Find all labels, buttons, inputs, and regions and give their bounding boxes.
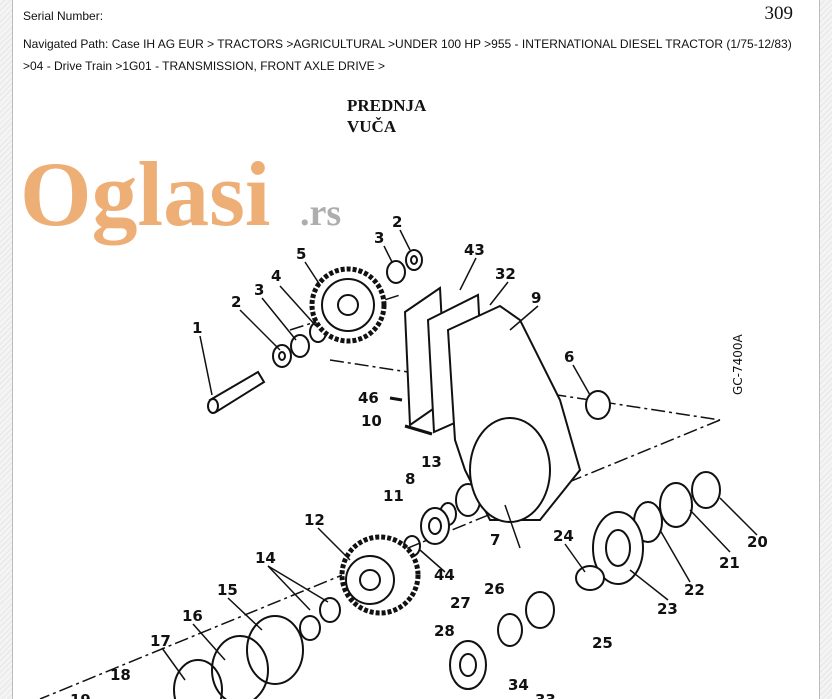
page-number: 309 xyxy=(764,3,794,24)
part-label: 21 xyxy=(719,554,740,572)
part-label: 23 xyxy=(657,600,678,618)
part-label: 20 xyxy=(747,533,768,551)
part-label: 7 xyxy=(490,531,500,549)
navigated-path: Navigated Path: Case IH AG EUR > TRACTOR… xyxy=(23,33,813,77)
pin-part xyxy=(404,424,433,436)
part-label: 46 xyxy=(358,389,379,407)
washers xyxy=(173,249,721,699)
part-label: 22 xyxy=(684,581,705,599)
title-line-1: PREDNJA xyxy=(347,96,427,115)
gears xyxy=(309,266,421,616)
part-label: 5 xyxy=(296,245,306,263)
part-label: 12 xyxy=(304,511,325,529)
part-label: 9 xyxy=(531,289,541,307)
watermark-text: Oglasi xyxy=(20,150,270,245)
part-label: 13 xyxy=(421,453,442,471)
part-label: 34 xyxy=(508,676,529,694)
watermark-suffix: .rs xyxy=(300,192,341,234)
part-label: 16 xyxy=(182,607,203,625)
serial-number-label: Serial Number: xyxy=(23,9,104,23)
part-label: 18 xyxy=(110,666,131,684)
part-label: 8 xyxy=(405,470,415,488)
housing xyxy=(403,286,582,523)
part-label: 27 xyxy=(450,594,471,612)
diagram-title: PREDNJA VUČA xyxy=(347,95,426,137)
part-label: 32 xyxy=(495,265,516,283)
part-label: 26 xyxy=(484,580,505,598)
leader-lines xyxy=(161,229,758,681)
part-labels: 1 2 3 4 5 3 2 43 32 9 6 46 10 11 8 13 7 … xyxy=(70,213,768,699)
part-label: 2 xyxy=(392,213,402,231)
part-label: 24 xyxy=(553,527,574,545)
centerlines xyxy=(39,294,721,699)
part-label: 25 xyxy=(592,634,613,652)
shaft-part xyxy=(207,370,266,414)
part-label: 33 xyxy=(535,691,556,699)
part-label: 3 xyxy=(254,281,264,299)
drawing-code: GC-7400A xyxy=(731,333,745,395)
nav-path-line-2: >04 - Drive Train >1G01 - TRANSMISSION, … xyxy=(23,59,386,73)
part-label: 17 xyxy=(150,632,171,650)
part-label: 4 xyxy=(271,267,281,285)
key-part xyxy=(389,396,403,402)
title-line-2: VUČA xyxy=(347,117,397,136)
nav-path-line-1: Navigated Path: Case IH AG EUR > TRACTOR… xyxy=(23,37,792,51)
part-label: 6 xyxy=(564,348,574,366)
part-label: 14 xyxy=(255,549,276,567)
part-label: 1 xyxy=(192,319,202,337)
part-label: 11 xyxy=(383,487,404,505)
part-label: 10 xyxy=(361,412,382,430)
watermark-logo: Oglasi .rs xyxy=(20,143,370,255)
part-label: 28 xyxy=(434,622,455,640)
part-label: 43 xyxy=(464,241,485,259)
part-label: 2 xyxy=(231,293,241,311)
part-label: 15 xyxy=(217,581,238,599)
part-label: 19 xyxy=(70,691,91,699)
part-label: 44 xyxy=(434,566,455,584)
part-label: 3 xyxy=(374,229,384,247)
